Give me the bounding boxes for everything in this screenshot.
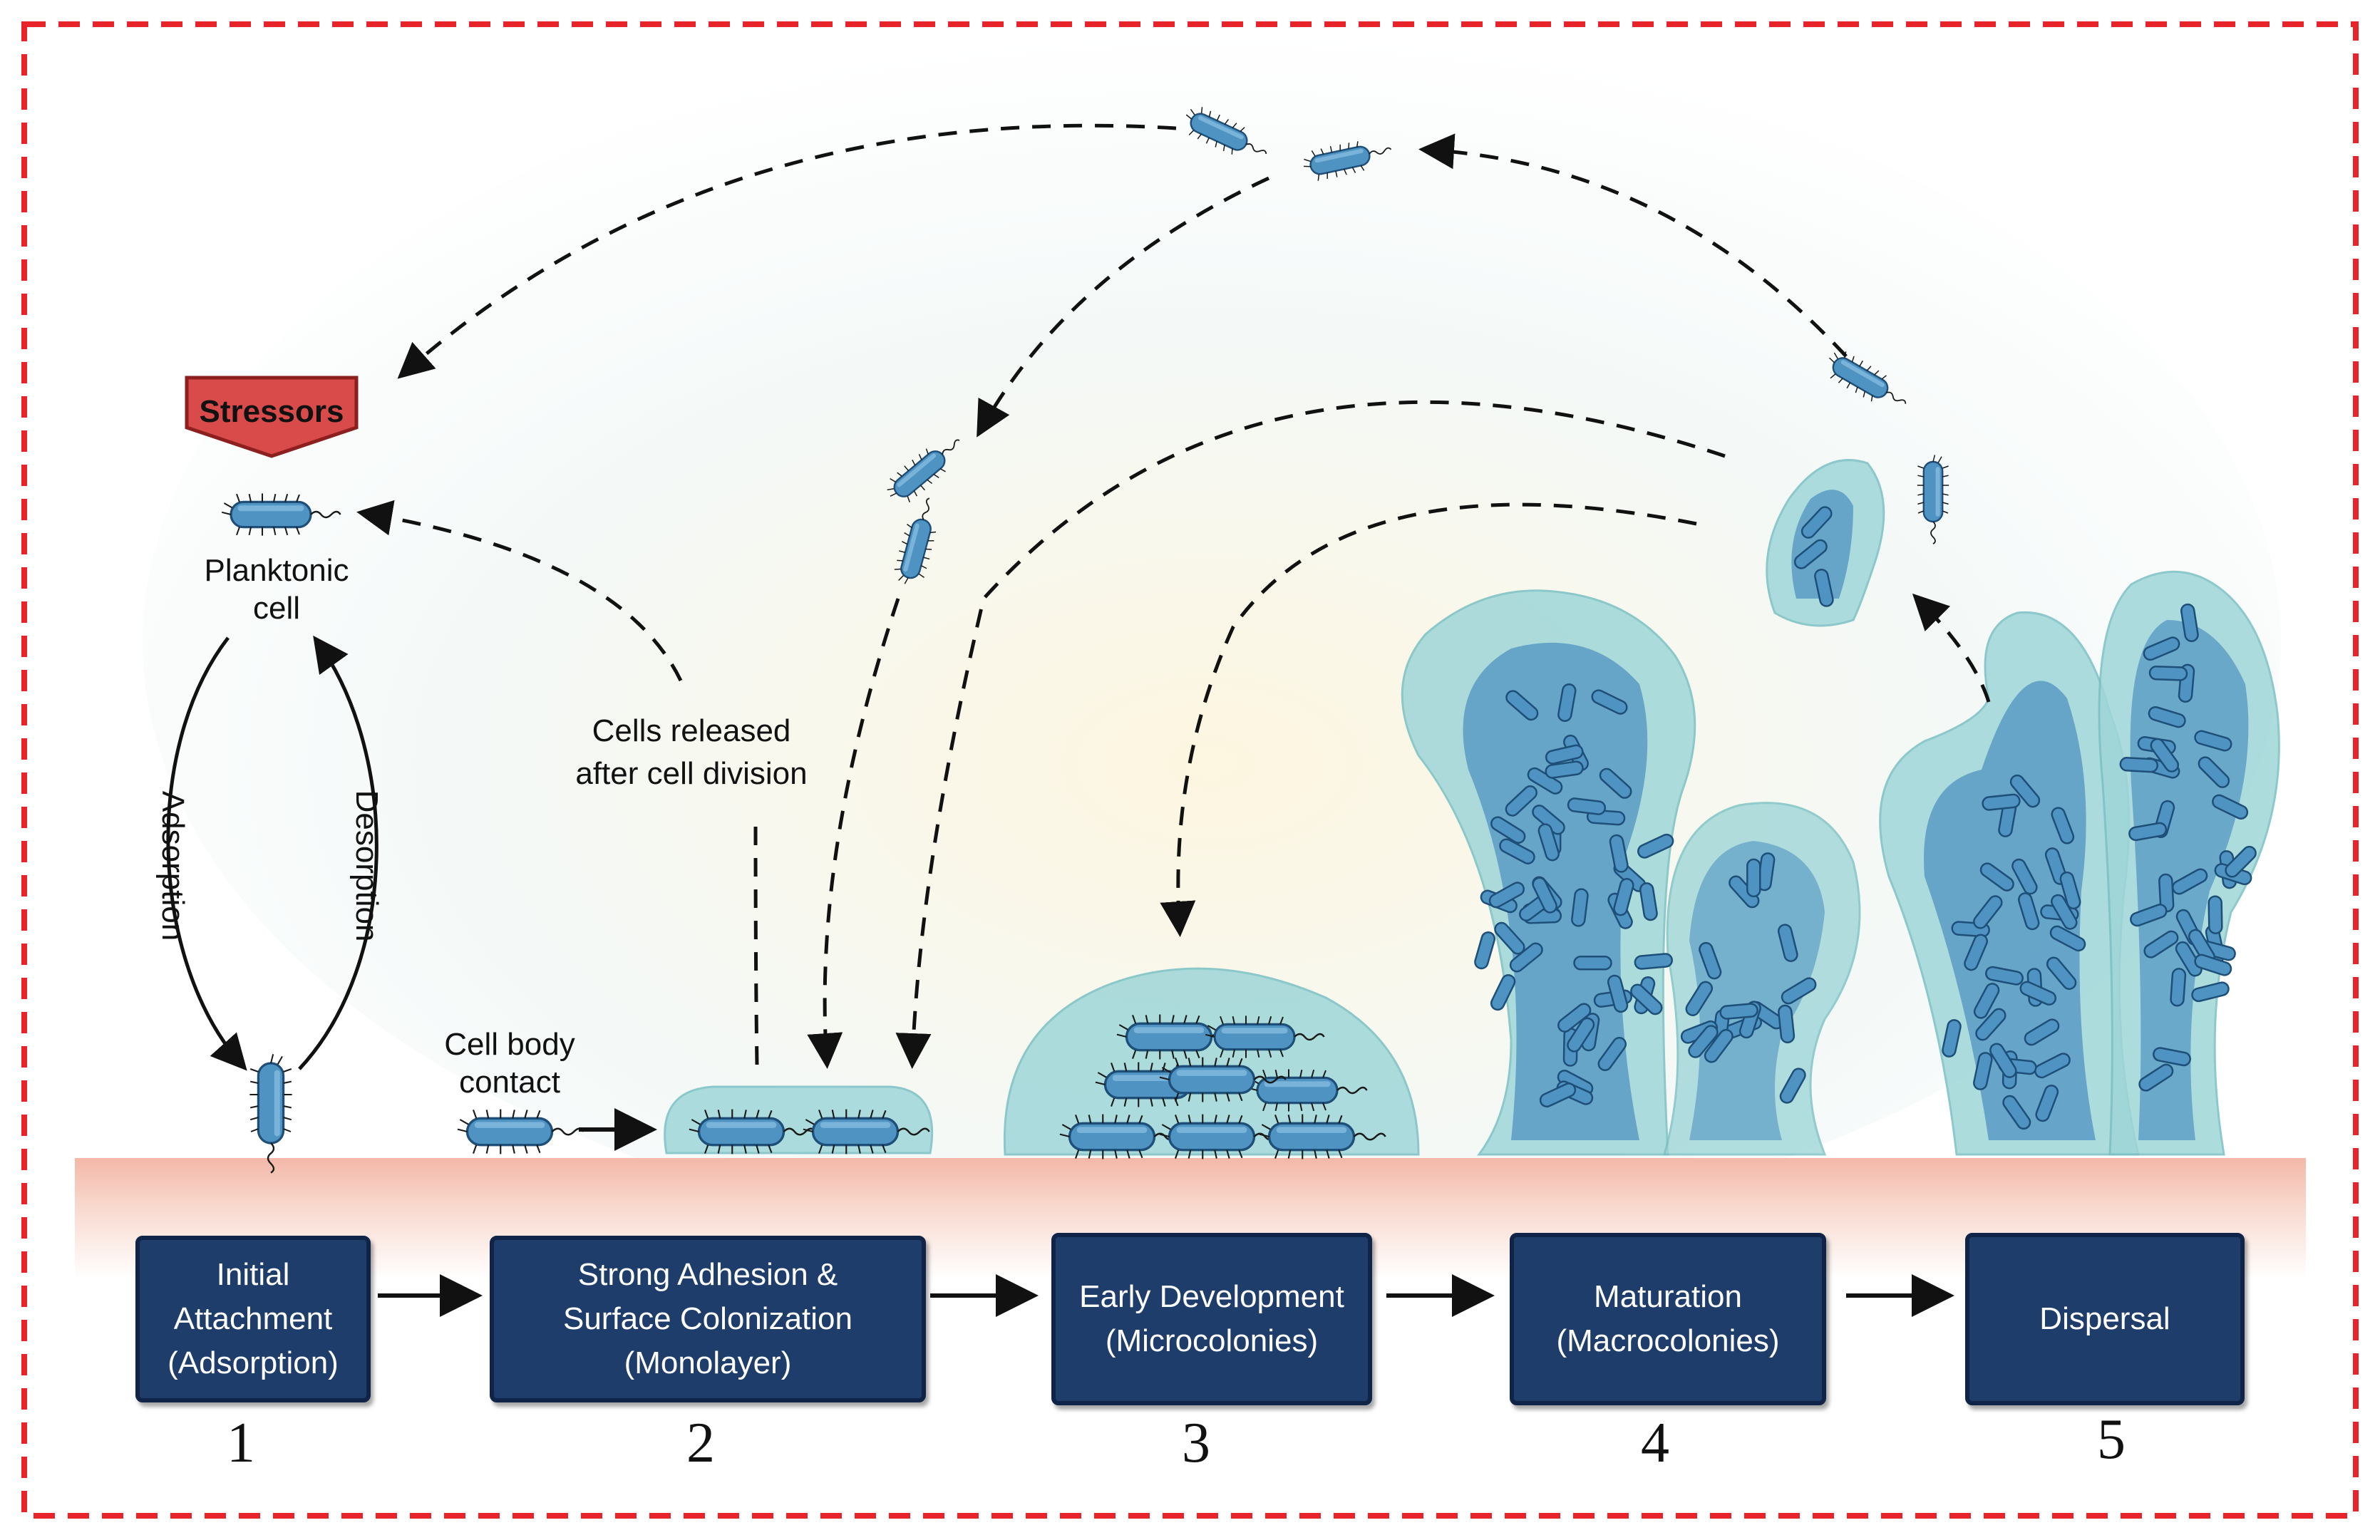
colony-bacterium: [1777, 1003, 1796, 1044]
dashed-frame: [21, 21, 2359, 1519]
colony-bacterium: [1573, 956, 1612, 971]
planktonic-label-line1: Planktonic: [204, 553, 349, 588]
colony-bacterium: [1719, 1002, 1759, 1020]
cells-released-line1: Cells released: [592, 713, 791, 748]
monolayer-colony: [664, 1085, 934, 1156]
colony-bacterium: [2119, 756, 2159, 773]
colony-bacterium: [2148, 665, 2188, 681]
dispersal-release-arrow: [1912, 593, 1991, 703]
stage-number: 3: [1182, 1412, 1210, 1474]
recolonize-arrow-2: [895, 400, 1726, 1069]
stage-number: 4: [1641, 1412, 1669, 1474]
stage-box-dispersal: Dispersal: [1965, 1233, 2245, 1405]
stage-box-maturation: Maturation (Macrocolonies): [1510, 1233, 1826, 1405]
macrocolony-small: [1663, 802, 1861, 1156]
stage-label: Dispersal: [2039, 1301, 2170, 1336]
cells-released-line2: after cell division: [575, 756, 807, 791]
stage-box-early-development: Early Development (Microcolonies): [1051, 1233, 1372, 1405]
recolonize-arrow-1: [807, 598, 900, 1069]
recolonize-arrow-3: [1160, 502, 1697, 937]
stage-label: Strong Adhesion & Surface Colonization (…: [562, 1257, 852, 1380]
stage-box-strong-adhesion: Strong Adhesion & Surface Colonization (…: [490, 1236, 926, 1402]
colony-bacterium: [1633, 952, 1674, 971]
microcolony: [1003, 967, 1420, 1161]
attached-bacterium: [248, 1053, 294, 1174]
adsorption-arrow: [166, 636, 247, 1071]
colony-bacterium: [1746, 858, 1761, 898]
adsorption-label: Adsorption: [155, 791, 190, 941]
stage-number: 1: [227, 1412, 255, 1474]
desorption-label: Desorption: [349, 790, 384, 942]
stressors-banner: Stressors: [185, 376, 359, 458]
cell-body-contact-line2: contact: [459, 1065, 560, 1100]
stage-number: 5: [2097, 1408, 2126, 1471]
stage-label: Early Development (Microcolonies): [1079, 1279, 1344, 1358]
released-to-top-arrow: [977, 176, 1270, 438]
stage-label: Initial Attachment (Adsorption): [168, 1257, 339, 1380]
colony-bacterium: [2169, 967, 2187, 1008]
released-cells-down-arrow: [753, 826, 759, 1066]
cell-body-contact-line1: Cell body: [444, 1027, 575, 1062]
colony-bacterium: [1981, 792, 2021, 812]
dispersal-upward-arrow: [1418, 133, 1848, 358]
stage-label: Maturation (Macrocolonies): [1556, 1279, 1780, 1358]
stressors-text: Stressors: [199, 394, 344, 429]
released-to-planktonic-arrow: [356, 500, 683, 682]
stage-box-initial-attachment: Initial Attachment (Adsorption): [135, 1236, 371, 1402]
stage-number: 2: [686, 1412, 715, 1474]
return-to-planktonic-arrow: [397, 123, 1177, 379]
colony-bacterium: [2208, 895, 2223, 935]
planktonic-label-line2: cell: [253, 591, 300, 626]
desorption-arrow: [298, 635, 378, 1070]
